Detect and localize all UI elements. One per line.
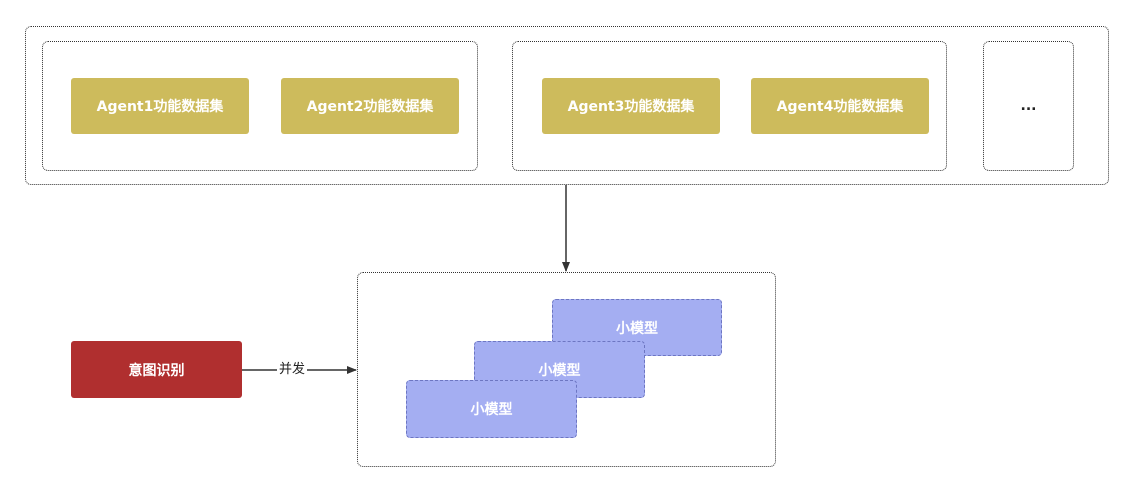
parallel-edge-label: 并发 <box>277 362 308 378</box>
dataset-group-2 <box>512 41 947 171</box>
small-model-front: 小模型 <box>406 380 577 438</box>
agent4-dataset: Agent4功能数据集 <box>751 78 929 134</box>
intent-recognition-node: 意图识别 <box>71 341 242 398</box>
dataset-group-1 <box>42 41 478 171</box>
agent1-dataset: Agent1功能数据集 <box>71 78 249 134</box>
agent3-dataset: Agent3功能数据集 <box>542 78 720 134</box>
more-datasets-ellipsis: ... <box>1020 98 1037 114</box>
agent2-dataset: Agent2功能数据集 <box>281 78 459 134</box>
model-container <box>357 272 776 467</box>
dataset-group-more <box>983 41 1074 171</box>
dataset-outer-container <box>25 26 1109 185</box>
